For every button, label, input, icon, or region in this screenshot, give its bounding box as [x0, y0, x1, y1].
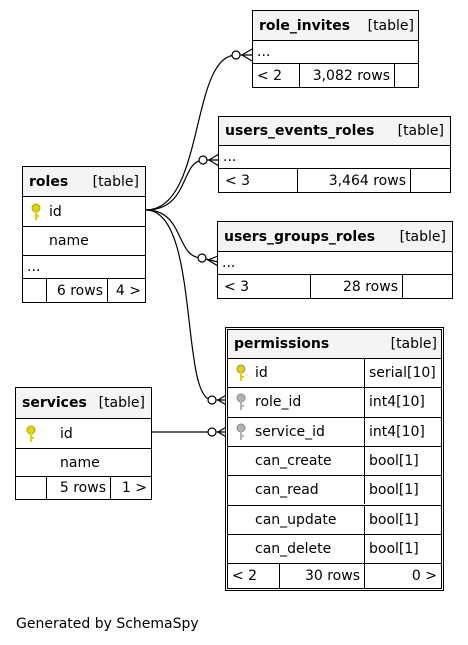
- column-type: int4[10]: [364, 417, 441, 446]
- table-name: services: [22, 395, 87, 411]
- column-type: bool[1]: [364, 505, 441, 534]
- edge-roles-role-invites: [145, 54, 252, 211]
- table-tag: [table]: [367, 17, 414, 34]
- key-icon: [236, 359, 246, 387]
- table-name: roles: [29, 173, 69, 190]
- column-name: service_id: [255, 423, 325, 440]
- table-name: permissions: [234, 336, 330, 352]
- edge-roles-users-groups-roles: [145, 209, 219, 263]
- column-row: can_create bool[1]: [228, 445, 441, 476]
- table-tag: [table]: [92, 173, 139, 190]
- column-name: can_read: [255, 482, 319, 499]
- row-count: 30 rows: [279, 564, 364, 588]
- table-name: users_events_roles: [225, 123, 375, 139]
- column-name: id: [49, 203, 62, 220]
- row-count: 3,464 rows: [297, 169, 410, 192]
- column-row: can_read bool[1]: [228, 475, 441, 505]
- children-count: [394, 64, 418, 87]
- column-type: bool[1]: [364, 534, 441, 564]
- column-type: bool[1]: [364, 446, 441, 476]
- crows-foot: [207, 153, 220, 167]
- row-count: 6 rows: [46, 279, 107, 302]
- column-name: name: [60, 454, 100, 471]
- row-count: 3,082 rows: [299, 64, 394, 87]
- foreign-key-icon: [236, 418, 246, 446]
- crows-foot: [240, 48, 253, 62]
- column-row: can_delete bool[1]: [228, 533, 441, 564]
- parents-count: < 3: [225, 172, 251, 189]
- optional-circle: [207, 427, 217, 437]
- table-users-events-roles[interactable]: users_events_roles [table] ... < 3 3,464…: [218, 116, 451, 193]
- table-roles[interactable]: roles [table] id name ... 6 rows 4 >: [22, 166, 146, 303]
- optional-circle: [207, 395, 217, 405]
- children-count: 0 >: [364, 564, 441, 588]
- table-tag: [table]: [399, 228, 446, 245]
- column-name: role_id: [255, 394, 302, 411]
- optional-circle: [231, 50, 241, 60]
- table-services[interactable]: services [table] id name 5 rows 1 >: [15, 387, 152, 500]
- column-type: serial[10]: [364, 359, 441, 388]
- column-row: service_id int4[10]: [228, 416, 441, 446]
- key-icon: [26, 419, 36, 448]
- children-count: [410, 169, 450, 192]
- parents-count: < 2: [232, 568, 258, 584]
- column-name: id: [255, 365, 268, 382]
- row-count: 28 rows: [310, 275, 402, 298]
- table-tag: [table]: [397, 123, 444, 139]
- table-name: users_groups_roles: [224, 228, 376, 245]
- ellipsis: ...: [222, 255, 236, 271]
- parents-count: < 3: [224, 278, 250, 295]
- key-icon: [31, 197, 41, 226]
- row-count: 5 rows: [46, 477, 110, 499]
- column-name: can_create: [255, 453, 332, 470]
- crows-foot: [206, 255, 219, 267]
- children-count: [402, 275, 452, 298]
- column-row: can_update bool[1]: [228, 504, 441, 534]
- children-count: 4 >: [107, 279, 145, 302]
- table-tag: [table]: [98, 395, 145, 411]
- foreign-key-icon: [236, 388, 246, 416]
- table-role-invites[interactable]: role_invites [table] ... < 2 3,082 rows: [252, 10, 419, 88]
- column-name: can_delete: [255, 540, 332, 557]
- column-type: bool[1]: [364, 476, 441, 505]
- table-name: role_invites: [259, 17, 351, 34]
- table-tag: [table]: [390, 336, 437, 352]
- optional-circle: [198, 155, 208, 165]
- children-count: 1 >: [110, 477, 151, 499]
- edge-roles-users-events-roles: [145, 159, 219, 211]
- crows-foot: [216, 425, 229, 439]
- crows-foot: [216, 393, 229, 407]
- column-name: id: [60, 425, 73, 442]
- column-name: name: [49, 233, 89, 249]
- column-row: id serial[10]: [228, 358, 441, 388]
- edge-roles-permissions: [145, 209, 228, 401]
- parents-count: < 2: [257, 67, 283, 84]
- table-users-groups-roles[interactable]: users_groups_roles [table] ... < 3 28 ro…: [217, 221, 453, 299]
- optional-circle: [197, 253, 207, 263]
- ellipsis: ...: [257, 44, 271, 60]
- column-row: role_id int4[10]: [228, 387, 441, 417]
- ellipsis: ...: [223, 149, 237, 165]
- column-name: can_update: [255, 511, 337, 528]
- ellipsis: ...: [27, 259, 41, 275]
- column-type: int4[10]: [364, 388, 441, 417]
- generated-by-footer: Generated by SchemaSpy: [16, 616, 199, 632]
